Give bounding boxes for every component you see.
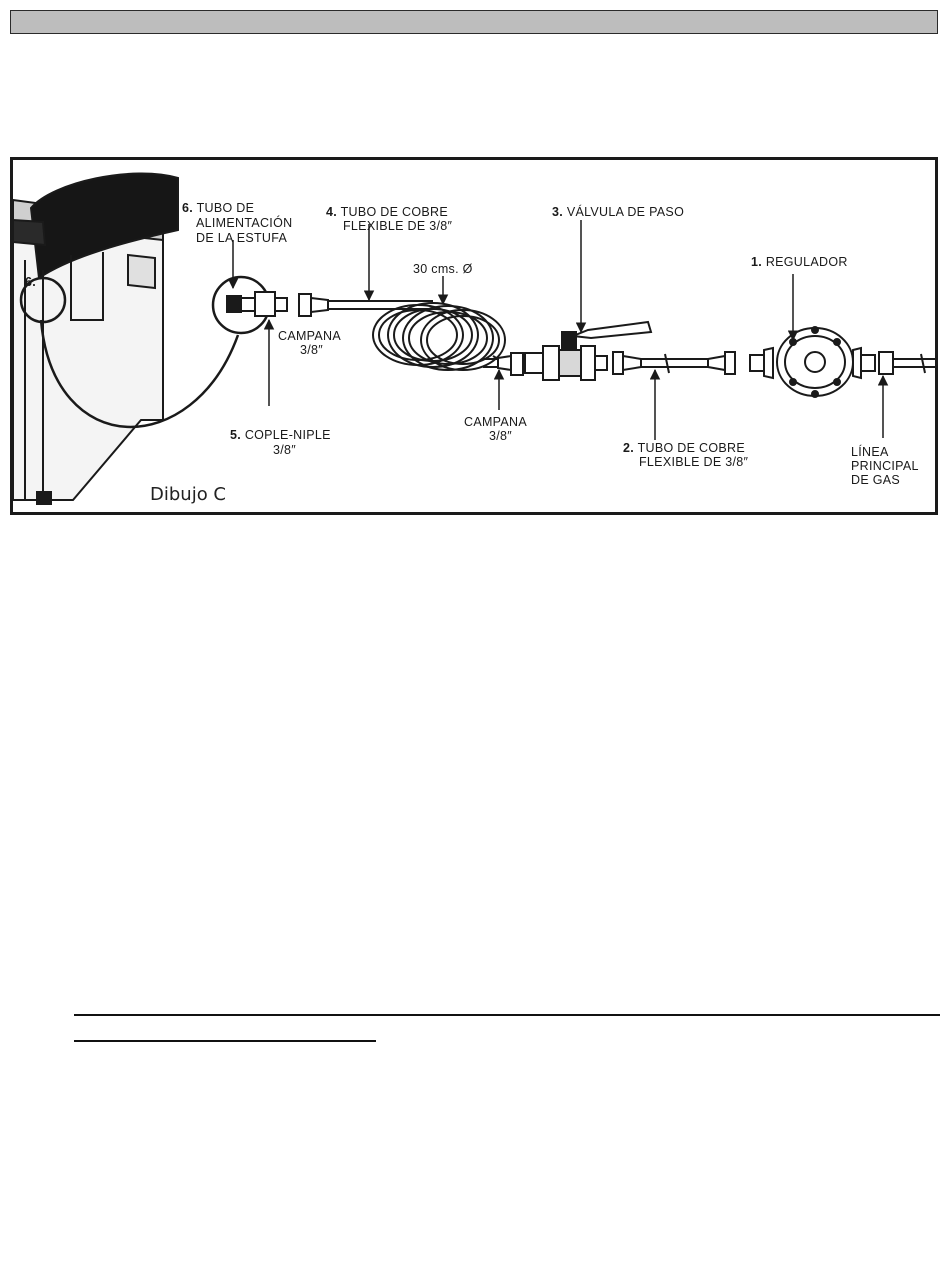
label-6-line3: DE LA ESTUFA	[196, 231, 287, 245]
label-coil-diameter: 30 cms. Ø	[413, 262, 473, 276]
campana-fitting-mid	[498, 353, 523, 375]
gas-connection-diagram: 6.	[13, 160, 935, 512]
label-3: 3. VÁLVULA DE PASO	[552, 204, 684, 219]
campana-fitting-left	[299, 294, 328, 316]
label-campana-mid: CAMPANA	[464, 415, 527, 429]
label-6-line2: ALIMENTACIÓN	[196, 215, 292, 230]
horizontal-rule-long	[74, 1014, 940, 1016]
label-campana-left: CAMPANA	[278, 329, 341, 343]
label-6: 6. TUBO DE	[182, 201, 254, 215]
label-5: 5. COPLE-NIPLE	[230, 428, 331, 442]
stove-illustration	[13, 174, 178, 504]
label-2-line2: FLEXIBLE DE 3/8″	[639, 455, 749, 469]
label-linea-line2: PRINCIPAL	[851, 459, 919, 473]
horizontal-rule-short	[74, 1040, 376, 1042]
cople-niple-fitting	[227, 292, 287, 316]
label-campana-left-size: 3/8″	[300, 343, 323, 357]
diagram-caption: Dibujo C	[150, 484, 226, 505]
regulator	[750, 327, 875, 397]
label-4-line2: FLEXIBLE DE 3/8″	[343, 219, 453, 233]
flexible-tube-2	[613, 352, 735, 374]
label-2: 2. TUBO DE COBRE	[623, 441, 745, 455]
main-gas-line	[879, 352, 935, 374]
detail-number: 6.	[25, 275, 36, 289]
ball-valve	[525, 322, 651, 380]
label-linea: LÍNEA	[851, 444, 889, 459]
label-linea-line3: DE GAS	[851, 473, 900, 487]
label-5-line2: 3/8″	[273, 443, 296, 457]
diagram-frame: 6.	[10, 157, 938, 515]
label-1: 1. REGULADOR	[751, 255, 848, 269]
label-4: 4. TUBO DE COBRE	[326, 205, 448, 219]
header-bar	[10, 10, 938, 34]
label-campana-mid-size: 3/8″	[489, 429, 512, 443]
